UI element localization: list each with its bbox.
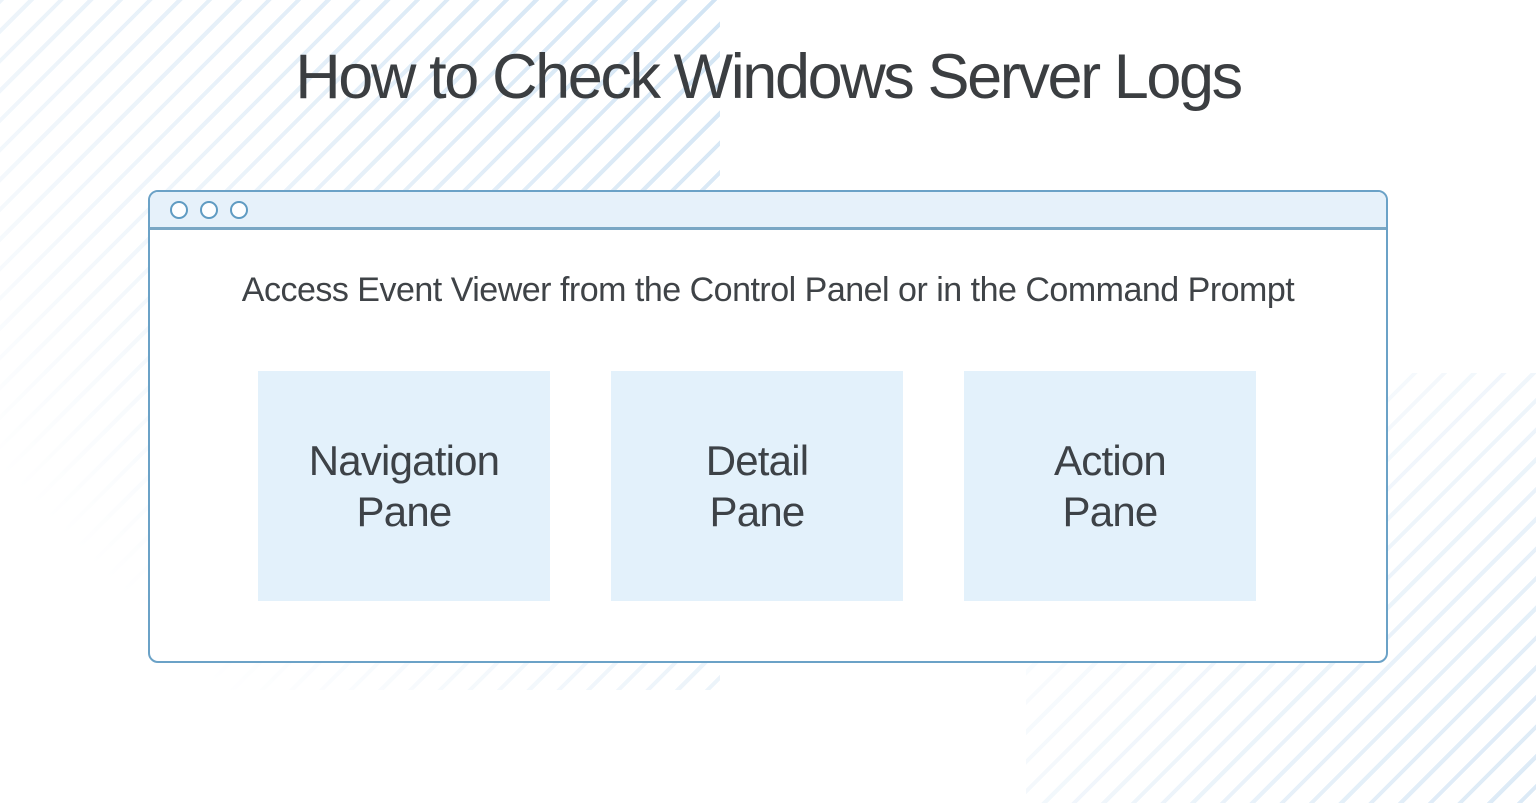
pane-label-line: Pane (1062, 488, 1159, 535)
browser-titlebar (150, 192, 1386, 230)
window-subtitle: Access Event Viewer from the Control Pan… (241, 271, 1295, 309)
pane-detail: Detail Pane (611, 371, 903, 601)
page-title: How to Check Windows Server Logs (295, 42, 1243, 112)
pane-navigation: Navigation Pane (258, 371, 550, 601)
pane-label-line: Navigation (308, 437, 500, 484)
window-control-dot-icon (200, 200, 218, 219)
window-control-dot-icon (230, 200, 248, 219)
browser-window-content: Access Event Viewer from the Control Pan… (150, 230, 1386, 658)
browser-window-mockup: Access Event Viewer from the Control Pan… (148, 190, 1388, 663)
pane-action: Action Pane (964, 371, 1256, 601)
window-control-dot-icon (170, 200, 188, 219)
pane-label-line: Pane (356, 488, 453, 535)
pane-label-line: Pane (709, 488, 806, 535)
pane-label-line: Action (1054, 437, 1167, 484)
pane-label-line: Detail (705, 437, 809, 484)
